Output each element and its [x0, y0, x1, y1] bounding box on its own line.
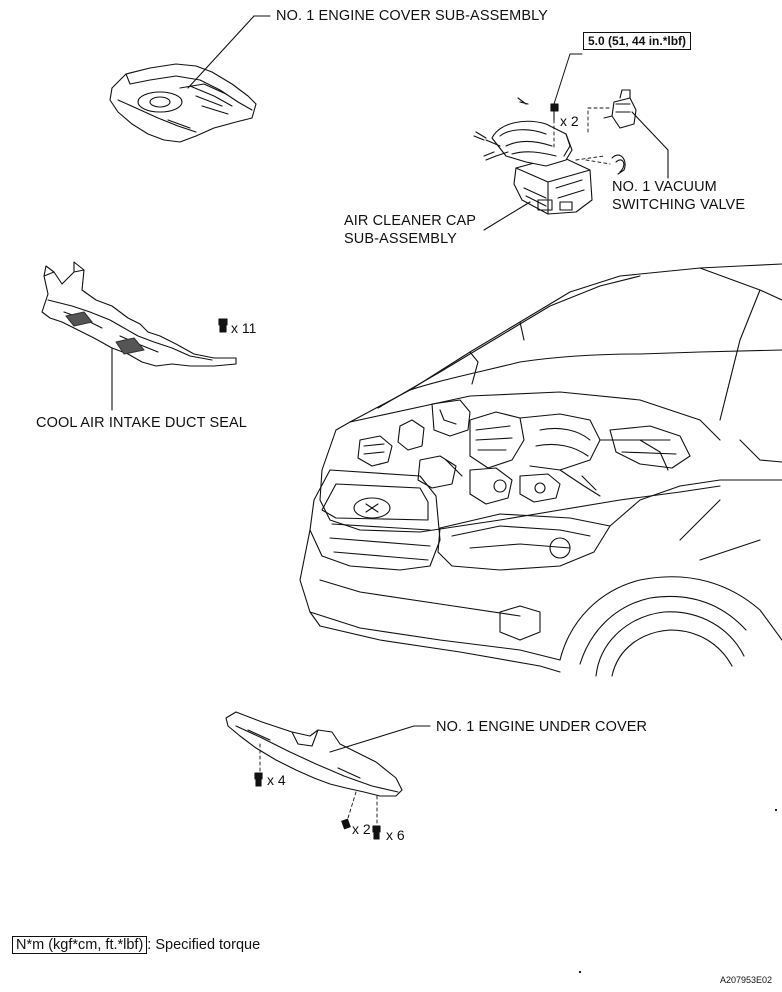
duct-seal-clip-qty: x 11 — [231, 320, 257, 336]
vacuum-switching-valve-part — [603, 89, 637, 129]
torque-legend: N*m (kgf*cm, ft.*lbf): Specified torque — [12, 936, 261, 954]
vsv-dashed-hose — [575, 107, 613, 161]
duct-seal-label: COOL AIR INTAKE DUCT SEAL — [36, 415, 247, 431]
vsv-label-line2: SWITCHING VALVE — [612, 197, 746, 213]
torque-legend-description: : Specified torque — [147, 937, 261, 953]
air-cleaner-label-line1: AIR CLEANER CAP — [344, 213, 477, 229]
under-cover-clip-icon — [372, 825, 381, 840]
air-cleaner-dashed-line — [585, 159, 611, 165]
air-cleaner-bolt-leader — [553, 53, 583, 105]
under-cover-clip-qty: x 6 — [386, 827, 405, 843]
vsv-leader — [631, 111, 669, 179]
engine-cover-label: NO. 1 ENGINE COVER SUB-ASSEMBLY — [276, 8, 548, 24]
air-cleaner-cap-part — [491, 120, 593, 215]
under-cover-bolt-icon — [254, 772, 263, 787]
air-cleaner-bolt-icon — [550, 103, 559, 121]
under-cover-screw-line — [347, 791, 357, 819]
vsv-hose-part — [611, 154, 626, 175]
torque-spec-box: 5.0 (51, 44 in.*lbf) — [583, 32, 692, 50]
air-cleaner-bolt-qty: x 2 — [560, 113, 579, 129]
air-cleaner-leader — [483, 201, 531, 231]
duct-seal-part — [41, 261, 237, 367]
engine-cover-part — [109, 63, 257, 143]
under-cover-label: NO. 1 ENGINE UNDER COVER — [436, 719, 648, 735]
vehicle-front — [299, 263, 782, 677]
air-cleaner-clamps — [473, 97, 529, 161]
duct-seal-clip-icon — [218, 318, 228, 333]
under-cover-leader — [329, 725, 431, 753]
vsv-label-line1: NO. 1 VACUUM — [612, 179, 717, 195]
air-cleaner-label-line2: SUB-ASSEMBLY — [344, 231, 457, 247]
engine-cover-leader — [187, 15, 255, 89]
torque-legend-unit: N*m (kgf*cm, ft.*lbf) — [12, 936, 148, 954]
figure-code: A207953E02 — [719, 975, 772, 985]
under-cover-bolt-qty: x 4 — [267, 772, 286, 788]
under-cover-screw-qty: x 2 — [352, 821, 371, 837]
engine-under-cover-part — [225, 711, 403, 797]
under-cover-screw-icon — [341, 818, 351, 830]
